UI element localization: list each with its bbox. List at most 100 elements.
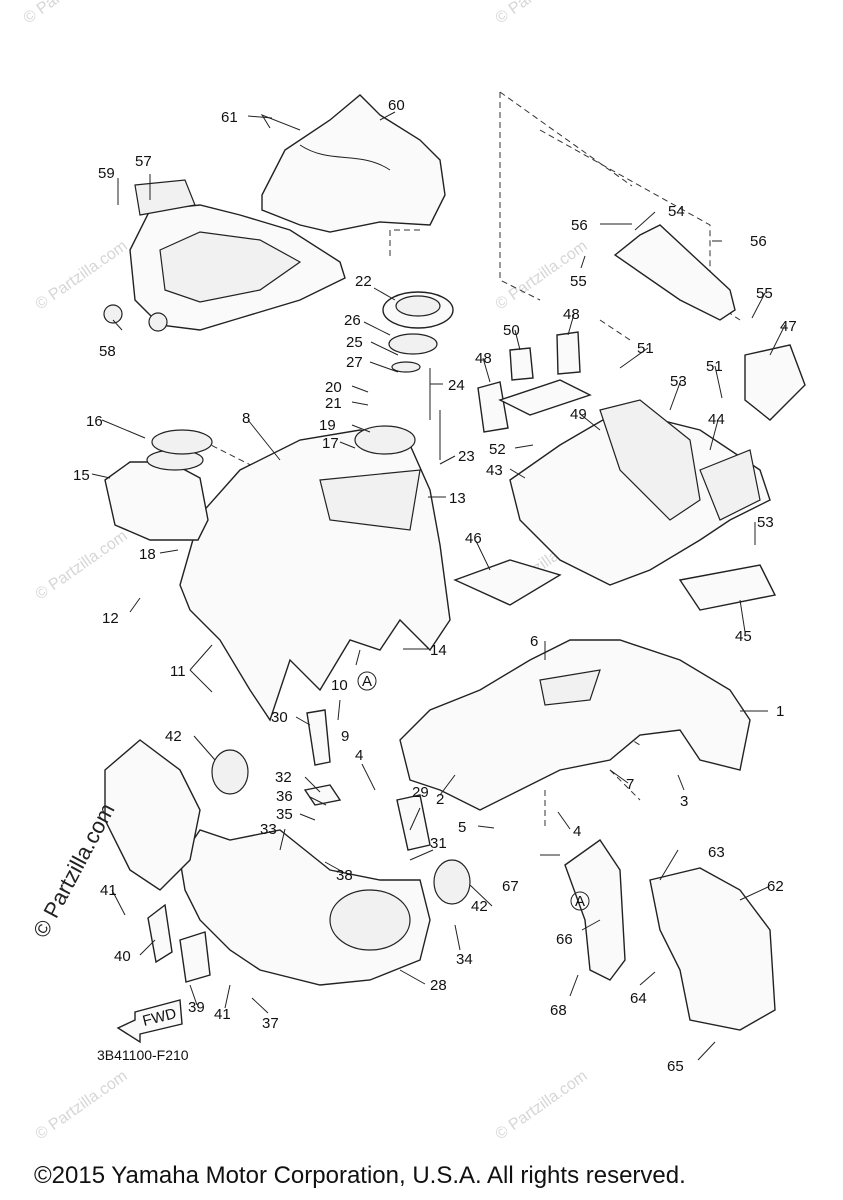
part-number-label: 66 [556, 931, 573, 948]
part-number-label: 40 [114, 948, 131, 965]
part-number-label: 32 [275, 769, 292, 786]
part-tank-cover [179, 425, 451, 722]
part-number-label: 35 [276, 806, 293, 823]
part-number-labels: 1 2 3 4 4 5 6 7 8 9 10 11 12 13 14 15 16… [73, 97, 797, 1075]
part-number-label: 23 [458, 448, 475, 465]
part-battery-box [509, 399, 771, 586]
part-plates [453, 331, 806, 611]
part-number-label: 61 [221, 109, 238, 126]
part-number-label: 47 [780, 318, 797, 335]
part-lower-panel [179, 829, 431, 986]
part-air-duct [104, 739, 471, 905]
part-number-label: 22 [355, 273, 372, 290]
part-number-label: 30 [271, 709, 288, 726]
part-number-label: 27 [346, 354, 363, 371]
part-number-label: 54 [668, 203, 685, 220]
part-number-label: 11 [170, 663, 186, 680]
part-vents [147, 903, 211, 983]
part-number-label: 12 [102, 610, 119, 627]
watermark-text: © Partzilla.com [33, 238, 131, 314]
diagram-code: 3B41100-F210 [97, 1047, 189, 1063]
part-number-label: 7 [626, 776, 634, 793]
part-number-label: 21 [325, 395, 342, 412]
part-fuel-tank [104, 429, 213, 541]
copyright-notice: ©2015 Yamaha Motor Corporation, U.S.A. A… [34, 1162, 686, 1189]
part-badge [103, 304, 123, 324]
part-number-label: 42 [165, 728, 182, 745]
part-number-label: 45 [735, 628, 752, 645]
part-number-label: 24 [448, 377, 465, 394]
part-number-label: 53 [757, 514, 774, 531]
leader-lines [91, 111, 786, 1061]
part-number-label: 38 [336, 867, 353, 884]
fwd-arrow: FWD [116, 999, 183, 1044]
part-number-label: 39 [188, 999, 205, 1016]
watermark-text: © Partzilla.com [493, 0, 591, 27]
part-number-label: 50 [503, 322, 520, 339]
part-rear-flap [564, 839, 776, 1031]
part-number-label: 17 [322, 435, 339, 452]
part-number-label: 51 [706, 358, 723, 375]
part-number-label: 4 [355, 747, 363, 764]
ref-marker-label: A [575, 893, 585, 910]
part-bracket [613, 224, 736, 321]
part-number-label: 53 [670, 373, 687, 390]
part-number-label: 55 [756, 285, 773, 302]
part-number-label: 13 [449, 490, 466, 507]
part-number-label: 56 [750, 233, 767, 250]
part-number-label: 16 [86, 413, 103, 430]
part-number-label: 68 [550, 1002, 567, 1019]
part-number-label: 33 [260, 821, 277, 838]
part-rear-fender [399, 639, 751, 811]
part-number-label: 56 [571, 217, 588, 234]
part-number-label: 29 [412, 784, 429, 801]
part-number-label: 20 [325, 379, 342, 396]
ref-marker-a: A [357, 671, 377, 691]
part-number-label: 51 [637, 340, 654, 357]
part-number-label: 2 [436, 791, 444, 808]
part-number-label: 26 [344, 312, 361, 329]
part-number-label: 19 [319, 417, 336, 434]
part-number-label: 3 [680, 793, 688, 810]
part-number-label: 52 [489, 441, 506, 458]
part-number-label: 65 [667, 1058, 684, 1075]
part-number-label: 6 [530, 633, 538, 650]
part-number-label: 59 [98, 165, 115, 182]
part-number-label: 49 [570, 406, 587, 423]
part-number-label: 41 [100, 882, 117, 899]
part-front-grille [129, 179, 346, 332]
part-number-label: 42 [471, 898, 488, 915]
part-number-label: 14 [430, 642, 447, 659]
part-number-label: 8 [242, 410, 250, 427]
part-number-label: 62 [767, 878, 784, 895]
part-number-label: 25 [346, 334, 363, 351]
watermark-text: © Partzilla.com [21, 0, 119, 27]
part-number-label: 28 [430, 977, 447, 994]
part-number-label: 15 [73, 467, 90, 484]
part-number-label: 43 [486, 462, 503, 479]
part-number-label: 37 [262, 1015, 279, 1032]
part-number-label: 57 [135, 153, 152, 170]
part-number-label: 18 [139, 546, 156, 563]
part-number-label: 36 [276, 788, 293, 805]
part-number-label: 55 [570, 273, 587, 290]
part-number-label: 4 [573, 823, 581, 840]
part-number-label: 9 [341, 728, 349, 745]
part-top-cover [260, 94, 446, 233]
part-number-label: 5 [458, 819, 466, 836]
part-number-label: 31 [430, 835, 447, 852]
watermark-text: © Partzilla.com [33, 1068, 131, 1144]
part-number-label: 44 [708, 411, 725, 428]
part-number-label: 67 [502, 878, 519, 895]
watermark-text: © Partzilla.com [493, 1068, 591, 1144]
part-number-label: 48 [563, 306, 580, 323]
ref-marker-a: A [570, 891, 590, 911]
part-number-label: 1 [776, 703, 784, 720]
part-number-label: 48 [475, 350, 492, 367]
part-number-label: 10 [331, 677, 348, 694]
part-number-label: 60 [388, 97, 405, 114]
part-number-label: 46 [465, 530, 482, 547]
part-number-label: 58 [99, 343, 116, 360]
part-number-label: 63 [708, 844, 725, 861]
